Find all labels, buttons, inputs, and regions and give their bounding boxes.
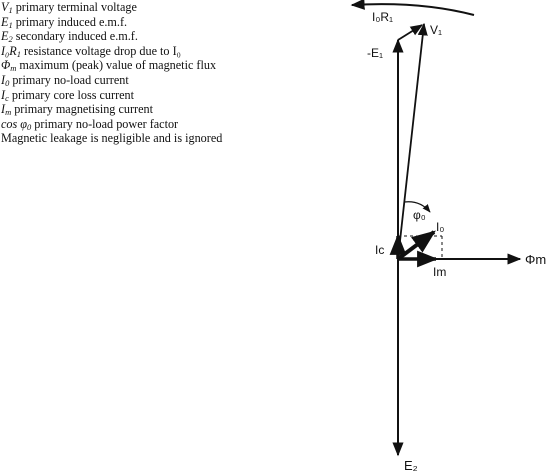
legend-symbol: cos φ0 [1, 117, 31, 131]
legend-description: secondary induced e.m.f. [15, 29, 138, 44]
legend-symbol: I0 [1, 73, 9, 87]
minus-e1-label: -E₁ [367, 46, 383, 60]
legend-symbol: E1 [1, 15, 13, 29]
legend-description: primary core loss current [11, 87, 135, 102]
legend-symbol-base: I [1, 72, 6, 87]
legend-symbol-subscript: 1 [8, 19, 13, 30]
v1-phasor [397, 22, 428, 260]
legend-symbol: Im [1, 102, 11, 116]
i0-label: I₀ [436, 220, 444, 234]
legend-description: primary terminal voltage [15, 0, 137, 14]
legend-description: primary no-load power factor [34, 116, 179, 131]
phi0-label: φ₀ [413, 208, 426, 222]
legend-symbol-subscript: m [10, 63, 17, 74]
legend-line: Magnetic leakage is negligible and is ig… [1, 131, 301, 146]
legend-symbol-subscript: 1 [16, 48, 21, 59]
legend-symbol-base: I [1, 102, 6, 117]
legend-symbol-subscript: 2 [8, 34, 13, 45]
legend-symbol: Ic [1, 88, 9, 102]
e2-label: E₂ [404, 458, 418, 473]
legend-symbol: E2 [1, 29, 13, 43]
legend-symbol-base: E [1, 29, 9, 44]
phi-m-label: Φm [525, 252, 546, 267]
legend-description: primary induced e.m.f. [15, 14, 128, 29]
legend-description: Magnetic leakage is negligible and is ig… [1, 131, 223, 146]
legend-symbol: I₀R1 [1, 44, 21, 58]
legend-symbol-base: I [1, 87, 6, 102]
phi0-angle-arc [403, 201, 431, 213]
legend-symbol-base: E [1, 14, 9, 29]
legend-symbol-base: V [1, 0, 9, 14]
legend-description: maximum (peak) value of magnetic flux [19, 58, 217, 73]
legend-symbol: Φm [1, 58, 16, 72]
v1-label: V₁ [430, 23, 442, 37]
legend-symbol-subscript: m [5, 107, 12, 118]
legend-symbol-subscript: c [5, 92, 9, 103]
legend-symbol-base: cos φ [1, 116, 28, 131]
rotation-arrow [350, 0, 475, 16]
legend-symbol-subscript: 0 [5, 77, 10, 88]
im-label: Im [433, 265, 446, 279]
legend-symbol: V1 [1, 0, 13, 14]
legend-symbol-base: Φ [1, 58, 11, 73]
legend-description: primary magnetising current [14, 102, 153, 117]
legend-symbol-subscript: 1 [8, 5, 13, 15]
legend-symbol-subscript: 0 [27, 121, 32, 132]
legend-description: primary no-load current [12, 72, 129, 87]
i0r1-phasor [397, 24, 424, 41]
legend-symbol-base: I₀R [1, 43, 17, 58]
legend-description: resistance voltage drop due to I₀ [24, 43, 181, 58]
i0r1-label: I₀R₁ [372, 10, 393, 24]
ic-label: Ic [375, 243, 384, 257]
